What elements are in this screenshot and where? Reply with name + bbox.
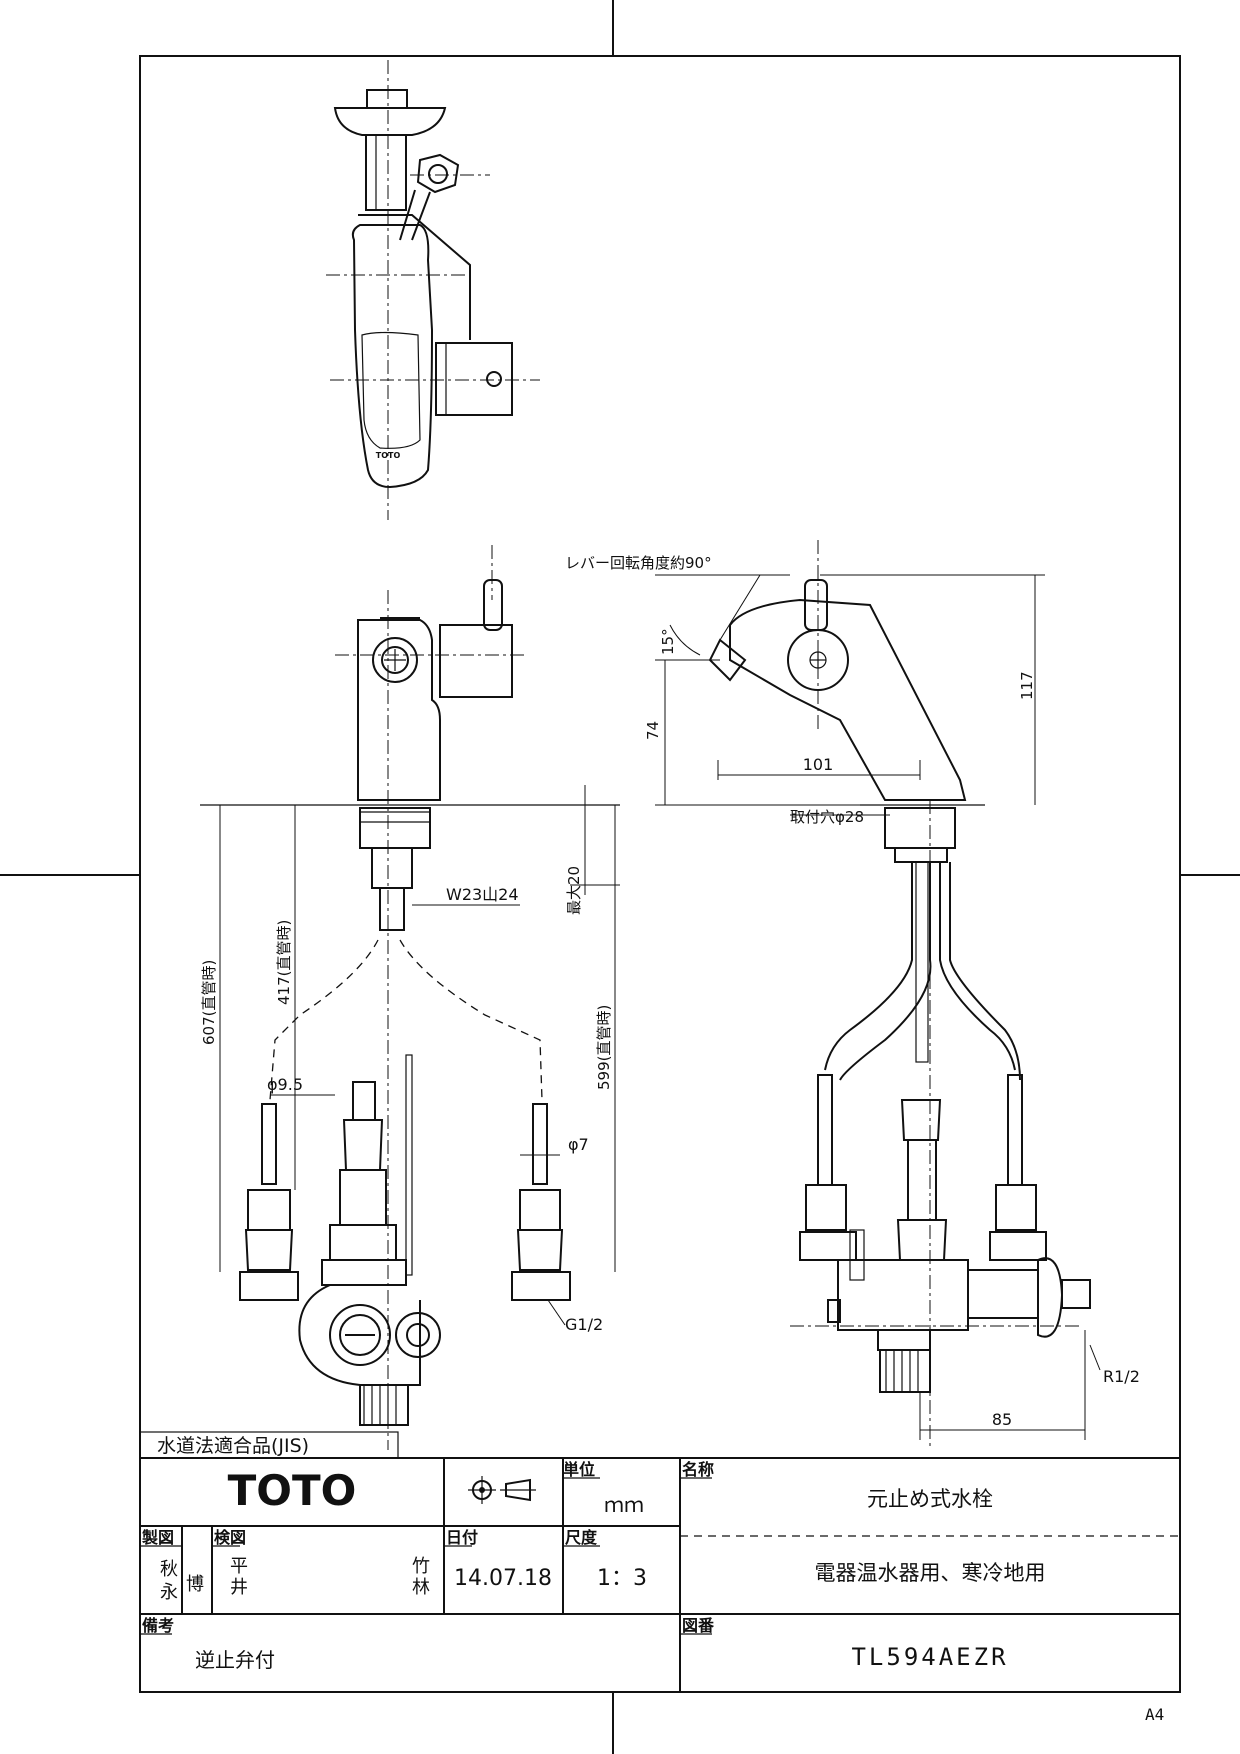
dim-max20: 最大20: [565, 866, 583, 915]
dim-607: 607(直管時): [200, 960, 218, 1045]
front-view-drawing: [200, 545, 620, 1450]
dim-117: 117: [1018, 671, 1036, 700]
date-value: 14.07.18: [454, 1566, 552, 1591]
paper-size: A4: [1145, 1705, 1164, 1724]
date-label: 日付: [446, 1528, 478, 1547]
remarks-value: 逆止弁付: [195, 1648, 275, 1672]
product-name: 元止め式水栓: [867, 1487, 993, 1511]
unit-value: ｍｍ: [604, 1493, 644, 1517]
brand-logo: TOTO: [228, 1466, 357, 1515]
drafter-label: 製図: [141, 1528, 174, 1547]
scale-label: 尺度: [565, 1528, 598, 1547]
dim-15: 15°: [659, 628, 677, 655]
title-block-grid: [139, 1431, 1180, 1692]
dim-599: 599(直管時): [595, 1005, 613, 1090]
top-view-logo: TOTO: [376, 451, 401, 460]
checker-label: 検図: [214, 1528, 246, 1547]
dim-r: R1/2: [1103, 1367, 1140, 1386]
drafter-name-3: 博: [186, 1574, 204, 1595]
remarks-label: 備考: [142, 1616, 174, 1635]
dim-74: 74: [644, 721, 662, 740]
mount-hole: 取付穴φ28: [790, 808, 864, 826]
drafter-name-2: 永: [160, 1582, 178, 1603]
unit-label: 単位: [563, 1460, 595, 1479]
dim-85: 85: [992, 1410, 1012, 1429]
checker-name-1: 平: [230, 1556, 248, 1577]
drafter-name-1: 秋: [160, 1559, 178, 1580]
usage-text: 電器温水器用、寒冷地用: [815, 1561, 1046, 1585]
dim-417: 417(直管時): [275, 920, 293, 1005]
scale-value: 1：3: [597, 1566, 647, 1591]
projection-symbol-icon: [468, 1476, 536, 1504]
dim-101: 101: [803, 755, 834, 774]
dim-pipe-b: φ7: [568, 1135, 589, 1154]
dim-g: G1/2: [565, 1315, 603, 1334]
lever-note: レバー回転角度約90°: [565, 554, 712, 572]
jis-label: 水道法適合品(JIS): [157, 1435, 309, 1457]
checker-name-3: 竹: [412, 1556, 430, 1577]
top-view-drawing: TOTO: [326, 60, 540, 520]
checker-name-2: 井: [230, 1577, 248, 1598]
dim-thread: W23山24: [446, 885, 519, 904]
checker-name-4: 林: [412, 1577, 430, 1598]
dim-pipe-a: φ9.5: [267, 1075, 303, 1094]
drawing-no-label: 図番: [682, 1616, 715, 1635]
drawing-number: TL594AEZR: [851, 1643, 1008, 1671]
side-view-drawing: [655, 540, 1101, 1450]
name-label: 名称: [682, 1460, 714, 1479]
